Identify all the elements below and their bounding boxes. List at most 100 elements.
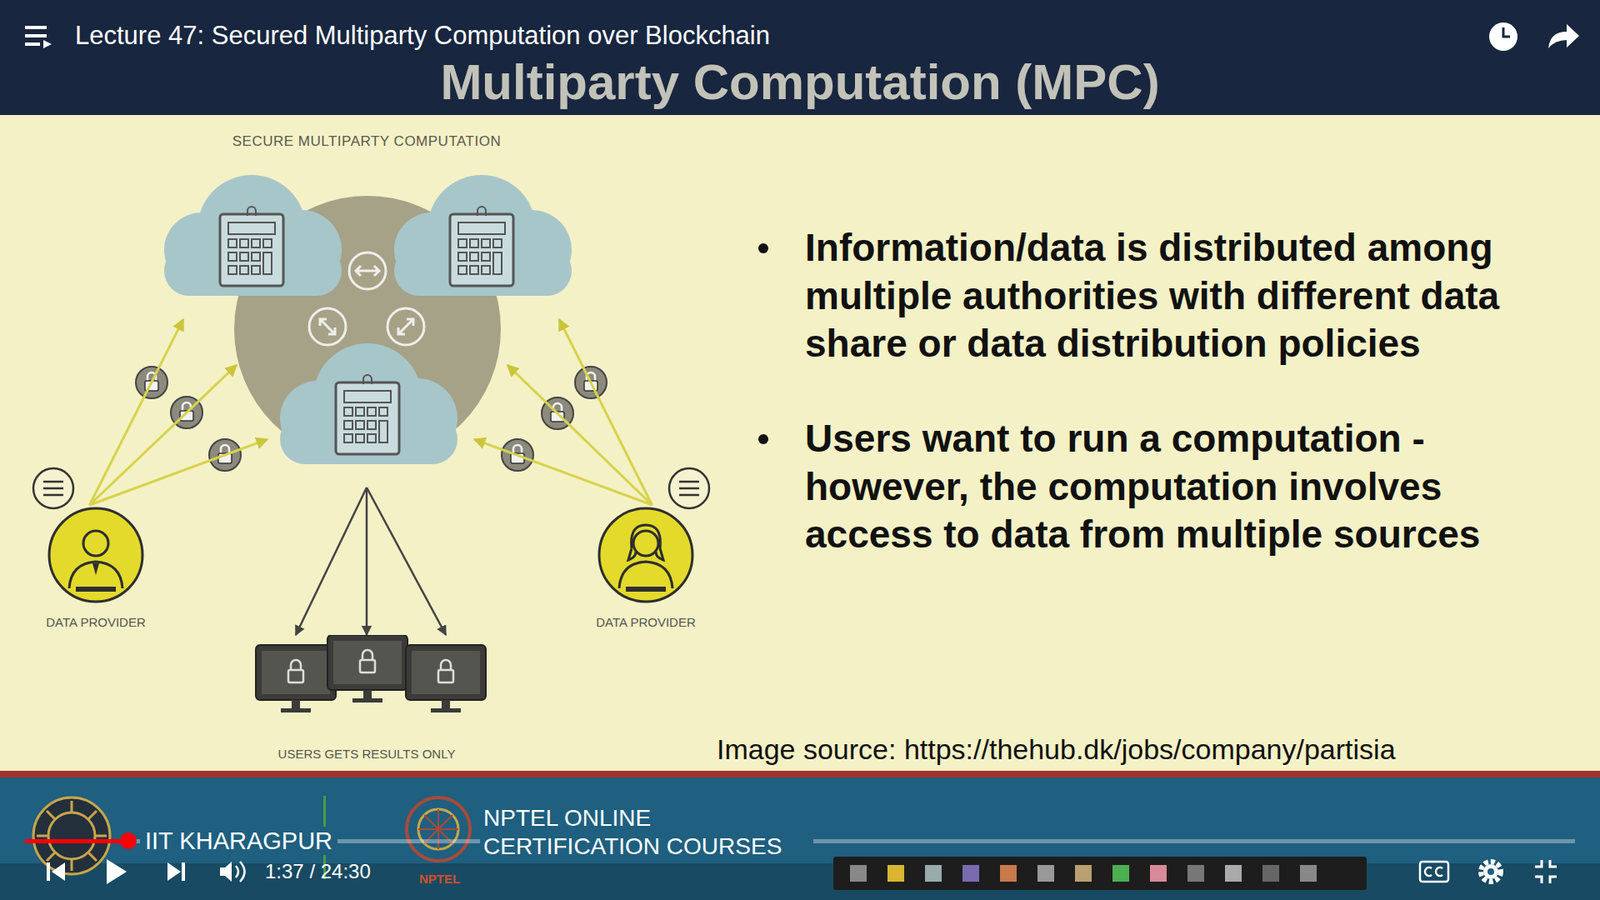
player-buttons-part bbox=[46, 862, 50, 881]
annotation-toolbar-part bbox=[1000, 865, 1017, 882]
annotation-toolbar-part bbox=[1187, 865, 1205, 882]
result-users-figure-part bbox=[362, 650, 373, 660]
text-slot: Lecture 47: Secured Multiparty Computati… bbox=[75, 20, 770, 52]
annotation-toolbar-part bbox=[1150, 865, 1167, 882]
result-users-figure-part bbox=[440, 660, 451, 670]
cc-icon bbox=[1420, 861, 1449, 882]
data-provider-figure-part bbox=[83, 530, 109, 556]
image-source: Image source: https://thehub.dk/jobs/com… bbox=[716, 732, 1396, 766]
result-users-figure-part bbox=[327, 635, 408, 690]
slide-illustration-part bbox=[220, 206, 284, 286]
document-bubble-part bbox=[669, 468, 710, 509]
exchange-arrows-part bbox=[387, 308, 425, 345]
text-slot: NPTEL bbox=[419, 871, 460, 887]
text-slot: Multiparty Computation (MPC) bbox=[0, 53, 1600, 111]
connector-line bbox=[366, 487, 446, 635]
settings-icon-part bbox=[1480, 861, 1501, 882]
player-buttons-part bbox=[235, 861, 245, 882]
iit-logo-part bbox=[33, 797, 110, 875]
slide-illustration-part bbox=[450, 206, 514, 286]
settings-icon-part bbox=[1483, 864, 1499, 880]
nptel-logo-part bbox=[406, 797, 470, 861]
connector-line bbox=[90, 365, 238, 505]
data-provider-figure-part bbox=[92, 563, 100, 575]
annotation-toolbar-part bbox=[1037, 865, 1055, 882]
slide-illustration-part bbox=[280, 343, 458, 465]
connector-line bbox=[90, 319, 185, 505]
node-label: DATA PROVIDER bbox=[33, 505, 159, 630]
slide-title: Multiparty Computation (MPC) bbox=[0, 53, 1600, 111]
iit-logo-part bbox=[48, 812, 95, 860]
annotation-toolbar-part bbox=[1112, 865, 1130, 882]
settings-icon-part bbox=[1487, 868, 1495, 875]
result-users-figure-part bbox=[363, 690, 372, 699]
connector bbox=[90, 319, 269, 505]
nptel-logo bbox=[406, 797, 470, 861]
data-provider-figure-part bbox=[49, 508, 143, 602]
data-provider-figure-part bbox=[628, 525, 664, 560]
result-users-figure-part bbox=[360, 660, 375, 673]
progress-played bbox=[25, 839, 129, 844]
title-bar bbox=[0, 0, 1600, 115]
data-provider-figure-part bbox=[625, 586, 666, 592]
playlist-icon bbox=[25, 27, 52, 49]
exchange-arrows bbox=[309, 252, 425, 345]
bullet-dot bbox=[758, 243, 769, 254]
bullet-text: Information/data is distributed among mu… bbox=[805, 224, 1560, 369]
watch-later-icon bbox=[1489, 22, 1518, 51]
result-users-figure-part bbox=[290, 660, 301, 670]
fullscreen-icon bbox=[1535, 860, 1557, 884]
result-users: USERS GETS RESULTS ONLY bbox=[212, 635, 521, 762]
annotation-toolbar-part bbox=[925, 865, 942, 882]
footer-band bbox=[0, 777, 1600, 900]
exchange-arrows-part bbox=[349, 252, 386, 290]
result-users-figure-part bbox=[280, 708, 311, 713]
connector bbox=[295, 487, 446, 635]
annotation-toolbar-part bbox=[1225, 865, 1242, 882]
result-users-figure-part bbox=[255, 645, 336, 700]
annotation-toolbar-part bbox=[1262, 865, 1280, 882]
text-slot: NPTEL ONLINE CERTIFICATION COURSES bbox=[480, 804, 814, 861]
data-provider: DATA PROVIDER bbox=[33, 505, 159, 630]
annotation-toolbar-part bbox=[962, 865, 980, 882]
player-buttons-part bbox=[220, 861, 232, 882]
document-bubble-part bbox=[33, 468, 74, 509]
logo-caption: NPTEL bbox=[419, 871, 460, 887]
watch-later-icon-part bbox=[1489, 22, 1518, 51]
result-users-figure-part bbox=[352, 698, 383, 703]
exchange-arrows-part bbox=[398, 319, 414, 335]
data-provider-figure-part bbox=[69, 561, 123, 589]
text-slot: Users want to run a computation - howeve… bbox=[805, 415, 1560, 560]
annotation-toolbar bbox=[833, 856, 1367, 890]
playlist-icon-part bbox=[43, 40, 52, 49]
result-users-figure-part bbox=[438, 670, 454, 683]
slide-illustration-part bbox=[335, 375, 400, 455]
connector bbox=[474, 319, 653, 505]
result-users-figure-part bbox=[288, 670, 304, 683]
document-bubble-part bbox=[679, 481, 700, 495]
annotation-toolbar-part bbox=[833, 856, 1367, 890]
data-provider-figure bbox=[45, 505, 146, 605]
cc-icon-part bbox=[1420, 861, 1449, 882]
document-bubble-part bbox=[43, 481, 64, 495]
result-users-figure-part bbox=[405, 645, 486, 700]
slide-illustration-part bbox=[394, 175, 572, 296]
text-slot: 1:37 / 24:30 bbox=[265, 859, 371, 885]
data-provider-figure-part bbox=[633, 530, 659, 556]
data-provider-figure bbox=[595, 505, 696, 605]
data-provider-figure-part bbox=[75, 586, 116, 592]
institute-name: IIT KHARAGPUR bbox=[140, 826, 338, 855]
iit-logo bbox=[33, 797, 110, 875]
exchange-arrows-part bbox=[320, 319, 335, 335]
result-users-figure-part bbox=[441, 700, 450, 709]
annotation-toolbar-part bbox=[887, 865, 905, 882]
connector-line bbox=[474, 439, 653, 505]
text-slot: Image source: https://thehub.dk/jobs/com… bbox=[716, 732, 1396, 766]
time-display: 1:37 / 24:30 bbox=[265, 859, 371, 885]
slide-ground bbox=[0, 115, 1600, 771]
bullet-dot bbox=[758, 434, 769, 445]
player-buttons-part bbox=[51, 862, 65, 881]
share-icon bbox=[1548, 24, 1580, 49]
video-title: Lecture 47: Secured Multiparty Computati… bbox=[75, 20, 770, 52]
